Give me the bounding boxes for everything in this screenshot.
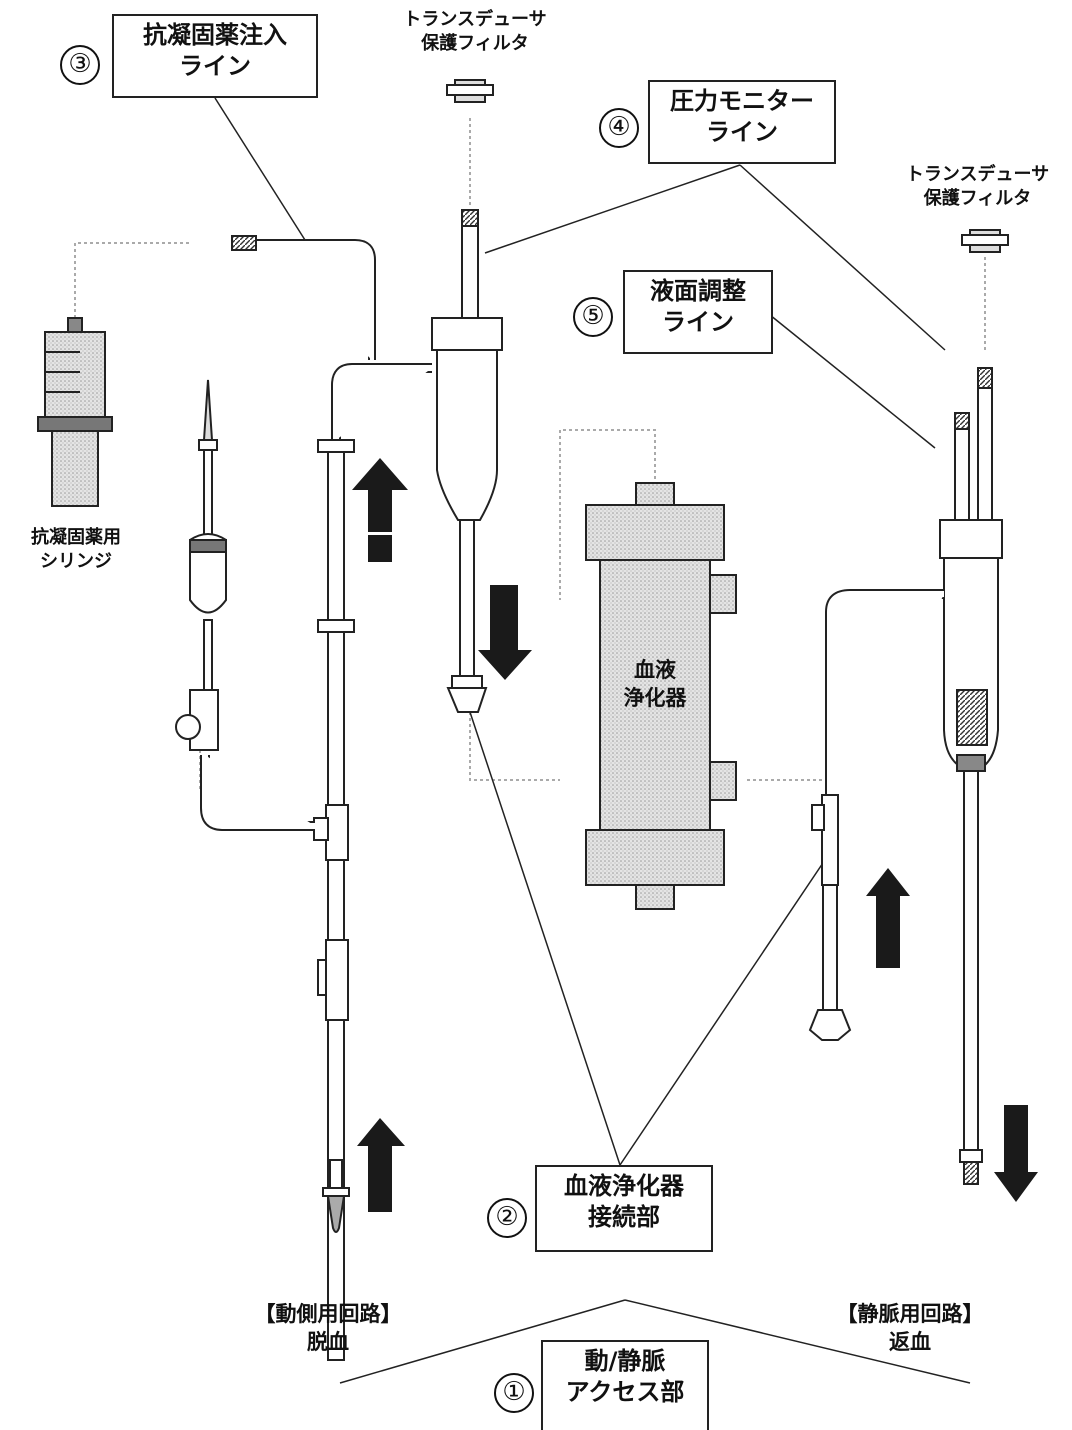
pressure-line-text-2: ライン [706, 118, 778, 146]
level-line-label: 液面調整 ライン [623, 270, 773, 354]
arrow-up-arterial-bottom [357, 1118, 405, 1212]
arrow-down-arterial-chamber [478, 585, 532, 680]
connector-text-2: 接続部 [588, 1203, 660, 1231]
filter-left-text-2: 保護フィルタ [421, 33, 529, 54]
syringe-text-2: シリンジ [40, 551, 112, 572]
dialyzer-text-2: 浄化器 [623, 686, 687, 710]
filter-label-left: トランスデューサ 保護フィルタ [390, 8, 560, 56]
number-5: ⑤ [573, 297, 613, 337]
flow-arrows [352, 458, 1038, 1212]
number-1: ① [494, 1373, 534, 1413]
syringe-drawing [37, 317, 113, 507]
anticoag-line-text-2: ライン [179, 52, 251, 80]
dialyzer-text-1: 血液 [634, 658, 676, 682]
pressure-line-text-1: 圧力モニター [670, 87, 814, 115]
syringe-text-1: 抗凝固薬用 [31, 527, 121, 548]
venous-text-2: 返血 [889, 1330, 931, 1354]
arterial-circuit-label: 【動側用回路】 脱血 [228, 1300, 428, 1356]
dialyzer-label: 血液 浄化器 [605, 656, 705, 712]
level-line-text-1: 液面調整 [650, 277, 746, 305]
filter-label-right: トランスデューサ 保護フィルタ [890, 163, 1065, 211]
arterial-circuit [175, 79, 503, 1361]
arrow-up-venous [866, 868, 910, 968]
venous-circuit-label: 【静脈用回路】 返血 [810, 1300, 1010, 1356]
dotted-guides [74, 115, 986, 790]
number-4: ④ [599, 108, 639, 148]
anticoag-line-text-1: 抗凝固薬注入 [143, 21, 287, 49]
connector-text-1: 血液浄化器 [564, 1172, 684, 1200]
venous-circuit [808, 229, 1009, 1185]
level-line-text-2: ライン [662, 308, 734, 336]
syringe-label: 抗凝固薬用 シリンジ [6, 526, 146, 574]
access-label: 動/静脈 アクセス部 [541, 1340, 709, 1430]
arterial-text-1: 【動側用回路】 [254, 1302, 402, 1326]
filter-right-text-2: 保護フィルタ [923, 188, 1032, 209]
venous-text-1: 【静脈用回路】 [836, 1302, 984, 1326]
access-text-1: 動/静脈 [584, 1347, 666, 1375]
number-3: ③ [60, 45, 100, 85]
number-2: ② [487, 1198, 527, 1238]
arterial-text-2: 脱血 [307, 1330, 349, 1354]
arrow-up-arterial-top [352, 458, 408, 562]
connector-label: 血液浄化器 接続部 [535, 1165, 713, 1252]
access-text-2: アクセス部 [565, 1378, 685, 1406]
arrow-down-venous [994, 1105, 1038, 1202]
leader-lines [214, 97, 971, 1384]
filter-left-text-1: トランスデューサ [403, 9, 547, 30]
dialyzer-drawing [585, 482, 737, 910]
filter-right-text-1: トランスデューサ [905, 164, 1050, 185]
pressure-line-label: 圧力モニター ライン [648, 80, 836, 164]
anticoag-line-label: 抗凝固薬注入 ライン [112, 14, 318, 98]
